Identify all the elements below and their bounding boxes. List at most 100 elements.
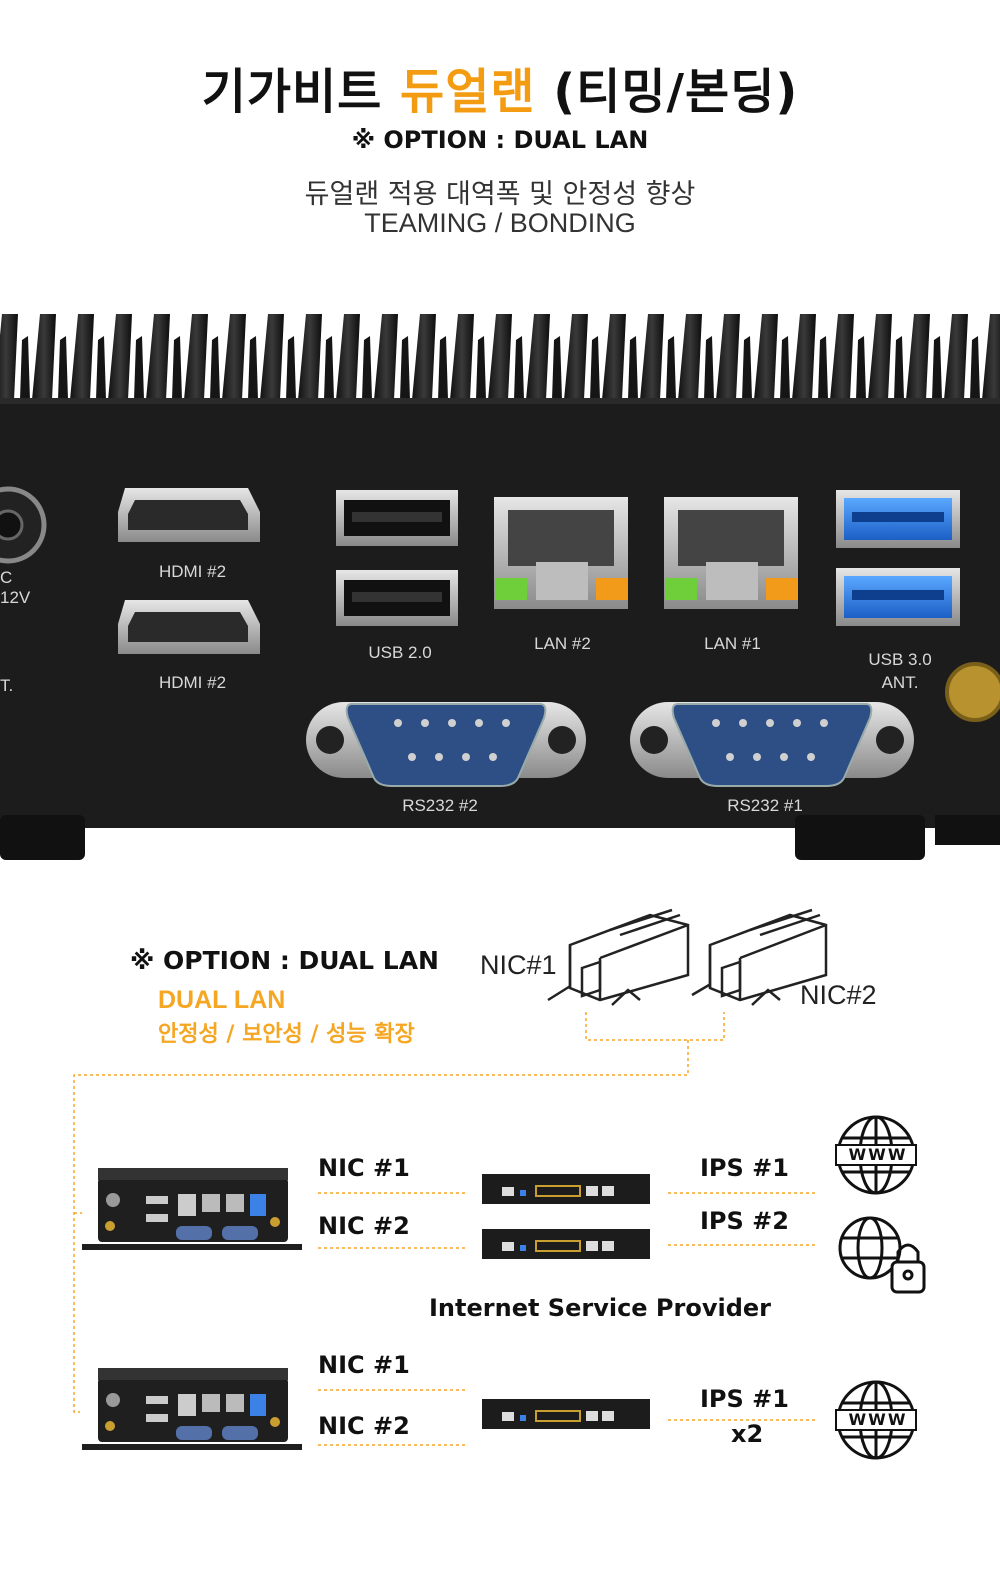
heatsink-fin — [58, 336, 68, 400]
label-rs232-2: RS232 #2 — [402, 796, 478, 815]
heatsink-fin — [324, 336, 334, 400]
heatsink-fin — [932, 336, 942, 400]
heatsink-fin — [856, 336, 866, 400]
page-title: 기가비트 듀얼랜 (티밍/본딩) — [0, 52, 1000, 122]
heatsink-fin — [894, 336, 904, 400]
heatsink-fin — [488, 314, 512, 400]
heatsink-fin — [134, 336, 144, 400]
heatsink-fin — [666, 336, 676, 400]
nic2-top-label: NIC#2 — [800, 980, 877, 1010]
www-label: WWW — [848, 1145, 908, 1164]
heatsink-fin — [298, 314, 322, 400]
rj45-connector-icon — [691, 908, 828, 1006]
heatsink-fin — [286, 336, 296, 400]
heatsink-fin — [830, 314, 854, 400]
globe-www-icon — [835, 1115, 917, 1195]
row1-ips1: IPS #1 — [700, 1154, 789, 1182]
heatsink-fin — [552, 336, 562, 400]
subtitle-korean: 듀얼랜 적용 대역폭 및 안정성 향상 — [304, 179, 696, 210]
heatsink-fin — [628, 336, 638, 400]
heatsink-fin — [146, 314, 170, 400]
title-highlight: 듀얼랜 — [400, 64, 536, 120]
mini-pc-icon — [82, 1168, 302, 1250]
heatsink-fin — [172, 336, 182, 400]
row2-multiplier: x2 — [731, 1420, 764, 1448]
row1-ips2: IPS #2 — [700, 1207, 789, 1235]
heatsink-fin — [248, 336, 258, 400]
heatsink-fin — [754, 314, 778, 400]
heatsink-fin — [564, 314, 588, 400]
network-diagram — [73, 908, 926, 1460]
heatsink-fin — [868, 314, 892, 400]
router-icon — [482, 1229, 650, 1259]
row2-nic2: NIC #2 — [318, 1412, 410, 1440]
row2-nic1: NIC #1 — [318, 1351, 410, 1379]
www-label: WWW — [848, 1410, 908, 1429]
label-hdmi-bottom: HDMI #2 — [158, 673, 227, 692]
heatsink-fin — [0, 314, 18, 400]
heatsink-fin — [438, 336, 448, 400]
heatsink-fin — [742, 336, 752, 400]
label-usb3: USB 3.0 — [868, 650, 932, 669]
heatsink-fin — [450, 314, 474, 400]
heatsink-fin — [704, 336, 714, 400]
label-ant-right: ANT. — [881, 673, 919, 692]
diagram-option-line: ※ OPTION : DUAL LAN — [130, 946, 439, 975]
mini-pc-icon — [82, 1368, 302, 1450]
globe-lock-icon — [838, 1216, 926, 1294]
option-line: ※ OPTION : DUAL LAN — [351, 126, 649, 154]
label-rs232-1: RS232 #1 — [727, 796, 803, 815]
heatsink-fin — [210, 336, 220, 400]
heatsink-fin — [184, 314, 208, 400]
title-part: 기가비트 — [201, 64, 401, 120]
heatsink-fin — [716, 314, 740, 400]
heatsink-fin — [70, 314, 94, 400]
label-lan1: LAN #1 — [704, 634, 761, 653]
row2-ips1: IPS #1 — [700, 1385, 789, 1413]
heatsink-fin — [944, 314, 968, 400]
heatsink-fin — [412, 314, 436, 400]
heatsink-fin — [678, 314, 702, 400]
title-part: (티밍/본딩) — [535, 64, 799, 120]
dual-lan-benefits: 안정성 / 보안성 / 성능 확장 — [158, 1022, 415, 1047]
heatsink-fin — [982, 314, 1000, 400]
heatsink-fin — [400, 336, 410, 400]
row1-nic2: NIC #2 — [318, 1212, 410, 1240]
heatsink-fin — [906, 314, 930, 400]
label-ant-left: T. — [0, 676, 14, 695]
rj45-connector-icon — [547, 908, 690, 1006]
isp-label: Internet Service Provider — [429, 1294, 771, 1322]
row1-nic1: NIC #1 — [318, 1154, 410, 1182]
heatsink-fin — [476, 336, 486, 400]
dual-lan-label: DUAL LAN — [158, 986, 286, 1014]
router-icon — [482, 1174, 650, 1204]
nic1-top-label: NIC#1 — [480, 950, 557, 980]
label-hdmi-top: HDMI #2 — [158, 562, 227, 581]
heatsink-fin — [640, 314, 664, 400]
heatsink-fin — [336, 314, 360, 400]
globe-www-icon — [835, 1380, 917, 1460]
heatsink-fins — [0, 314, 1000, 400]
heatsink-fin — [362, 336, 372, 400]
label-dc: C 12V — [0, 568, 31, 607]
heatsink-fin — [222, 314, 246, 400]
heatsink-fin — [780, 336, 790, 400]
heatsink-fin — [96, 336, 106, 400]
heatsink-fin — [970, 336, 980, 400]
subtitle-english: TEAMING / BONDING — [364, 208, 636, 238]
heatsink-fin — [526, 314, 550, 400]
heatsink-fin — [260, 314, 284, 400]
product-rear-panel-image — [0, 314, 1000, 860]
heatsink-fin — [20, 336, 30, 400]
label-lan2: LAN #2 — [534, 634, 591, 653]
heatsink-fin — [374, 314, 398, 400]
heatsink-fin — [590, 336, 600, 400]
heatsink-fin — [792, 314, 816, 400]
heatsink-fin — [108, 314, 132, 400]
label-usb2: USB 2.0 — [368, 643, 432, 662]
heatsink-fin — [818, 336, 828, 400]
heatsink-fin — [602, 314, 626, 400]
heatsink-fin — [32, 314, 56, 400]
router-icon — [482, 1399, 650, 1429]
heatsink-fin — [514, 336, 524, 400]
